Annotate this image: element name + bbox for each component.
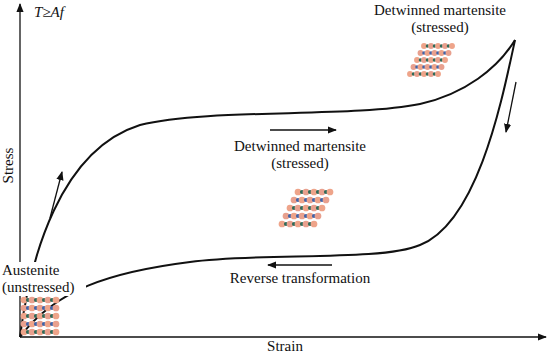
atom <box>449 43 455 49</box>
atom <box>439 64 445 70</box>
atom <box>53 329 60 336</box>
strain-axis <box>20 336 546 337</box>
reverse-arrow <box>268 264 332 265</box>
atom <box>53 305 60 312</box>
martensite-lattice <box>407 43 455 77</box>
atom <box>53 313 60 320</box>
plateau-arrow <box>270 129 336 130</box>
unloading-arrow <box>506 82 516 132</box>
atom <box>311 221 318 228</box>
atom <box>315 213 322 220</box>
atom <box>446 50 452 56</box>
axis-title: Strain <box>245 338 325 355</box>
atom <box>442 57 448 63</box>
austenite-lattice <box>21 297 60 336</box>
process-label: Reverse transformation <box>200 270 400 287</box>
phase-label: Detwinned martensite (stressed) <box>225 138 375 172</box>
atom <box>327 189 334 196</box>
atom <box>53 321 60 328</box>
loading-arrow <box>50 172 62 218</box>
temperature-condition: T≥Af <box>34 4 94 21</box>
axis-title: Stress <box>1 147 18 183</box>
atom <box>53 297 60 304</box>
atom <box>323 197 330 204</box>
unloading-curve <box>20 40 515 337</box>
loading-curve <box>20 40 515 337</box>
atom <box>319 205 326 212</box>
martensite-lattice <box>279 189 334 228</box>
phase-label: Detwinned martensite (stressed) <box>370 2 510 36</box>
phase-label: Austenite (unstressed) <box>0 262 86 296</box>
atom <box>435 71 441 77</box>
